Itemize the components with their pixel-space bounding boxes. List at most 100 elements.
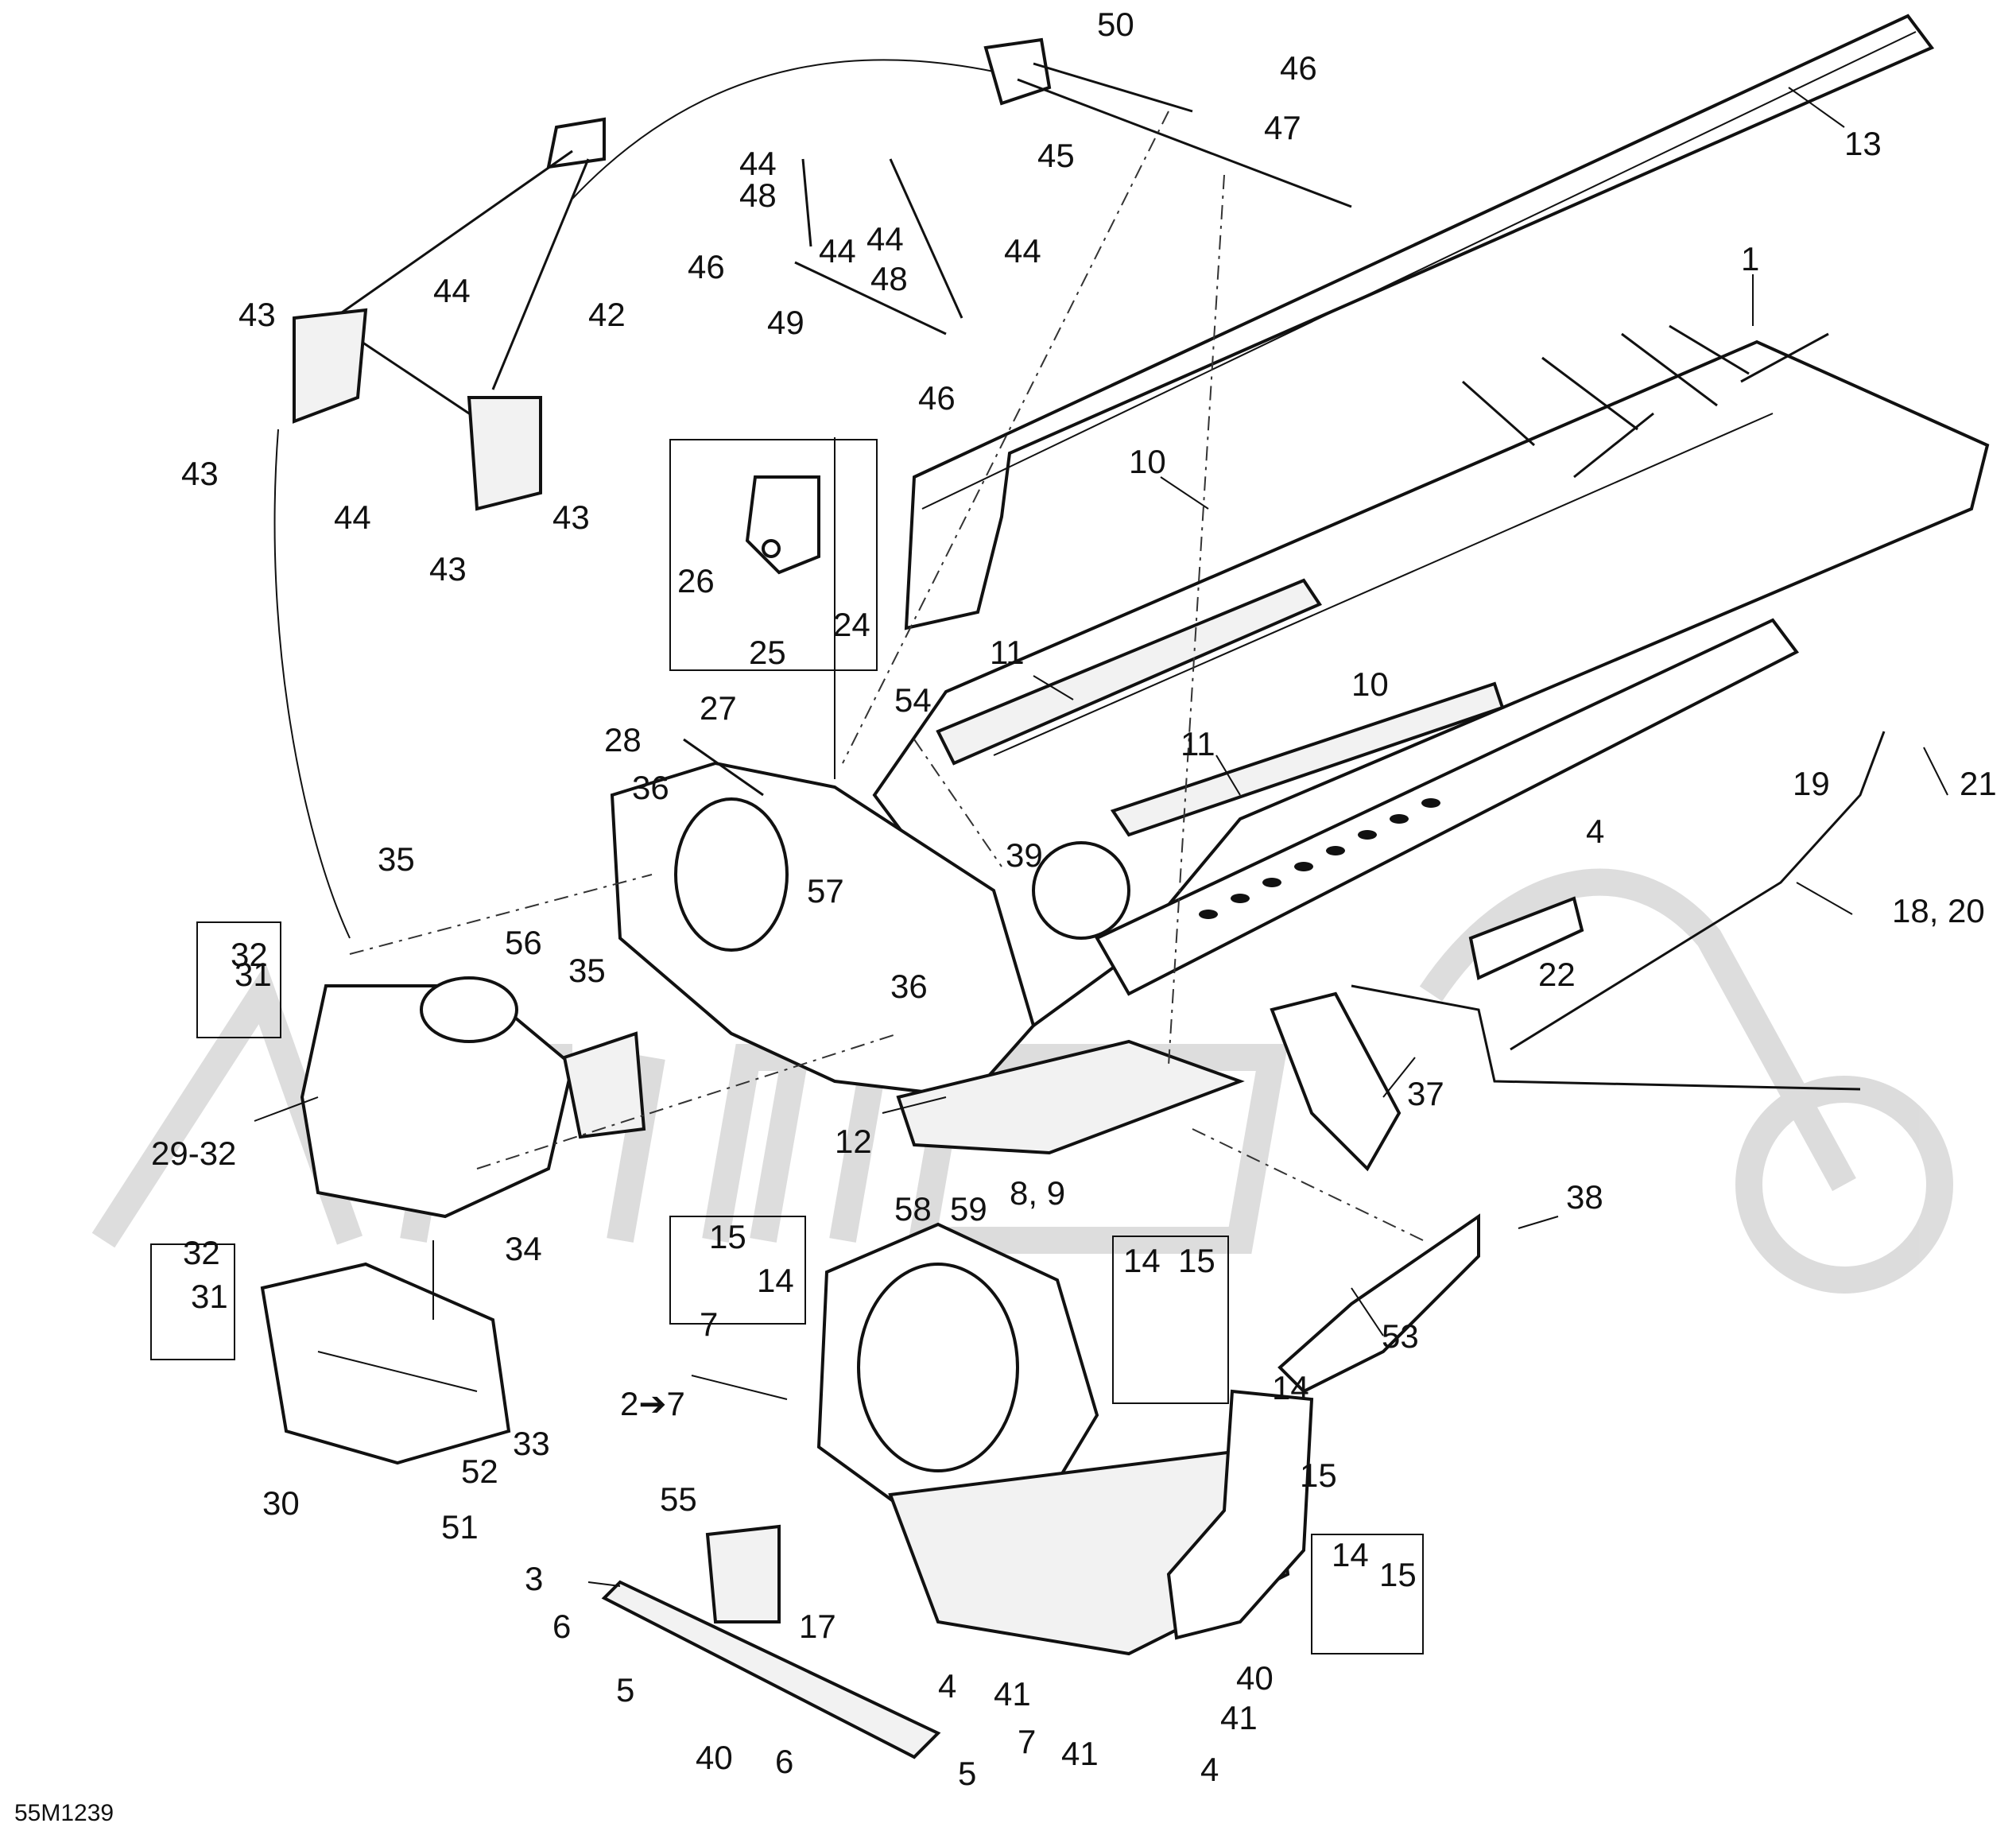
callout-4b: 4 — [938, 1667, 956, 1705]
callout-32b: 32 — [183, 1234, 220, 1271]
callout-15d: 15 — [1379, 1556, 1417, 1593]
callout-14b: 14 — [1123, 1242, 1161, 1279]
callout-26: 26 — [677, 562, 715, 599]
callout-50: 50 — [1097, 6, 1134, 43]
callout-44c: 44 — [739, 145, 777, 182]
diagram-reference: 55M1239 — [14, 1800, 114, 1826]
callout-5a: 5 — [616, 1671, 634, 1709]
callout-15b: 15 — [1178, 1242, 1215, 1279]
callout-18-20: 18, 20 — [1892, 892, 1985, 929]
callout-24: 24 — [833, 606, 870, 643]
callout-49: 49 — [767, 304, 804, 341]
bumper-18-20 — [1351, 731, 1886, 1091]
callout-8-9: 8, 9 — [1010, 1174, 1065, 1212]
running-board-support-53 — [1277, 1213, 1480, 1394]
callout-2-7: 2➔7 — [620, 1385, 685, 1422]
callout-44a: 44 — [433, 272, 471, 309]
callout-59: 59 — [950, 1190, 987, 1228]
callout-40b: 40 — [696, 1739, 733, 1776]
callout-6b: 6 — [775, 1743, 793, 1780]
callout-11a: 11 — [990, 634, 1025, 671]
callout-10b: 10 — [1351, 665, 1389, 703]
callout-5b: 5 — [958, 1755, 976, 1792]
callout-46a: 46 — [1280, 49, 1317, 87]
callout-43c: 43 — [552, 498, 590, 536]
assembly-lines — [273, 59, 1424, 1320]
callout-39: 39 — [1006, 836, 1043, 874]
callout-35b: 35 — [568, 952, 606, 989]
callout-40a: 40 — [1236, 1659, 1274, 1697]
callout-7b: 7 — [1018, 1723, 1036, 1760]
callout-53: 53 — [1382, 1317, 1419, 1355]
detail-box-14-15-b — [1112, 1236, 1229, 1404]
callout-47: 47 — [1264, 109, 1301, 146]
footrest-22 — [1468, 896, 1584, 980]
callout-46c: 46 — [918, 379, 956, 417]
skid-plate-3 — [601, 1524, 941, 1759]
callout-38: 38 — [1566, 1178, 1603, 1216]
callout-48b: 48 — [870, 260, 908, 297]
detail-box-24-26 — [669, 439, 878, 671]
callout-11b: 11 — [1181, 725, 1215, 762]
front-panel-29-32 — [300, 976, 646, 1219]
callout-48a: 48 — [739, 177, 777, 214]
lower-support-30 — [260, 1262, 511, 1465]
callout-12: 12 — [835, 1123, 872, 1160]
callout-19: 19 — [1793, 765, 1830, 802]
callout-10a: 10 — [1129, 443, 1166, 480]
callout-41b: 41 — [1220, 1699, 1258, 1736]
detail-box-31-32-top — [196, 921, 281, 1038]
callout-58: 58 — [894, 1190, 932, 1228]
callout-14d: 14 — [1332, 1536, 1369, 1573]
steering-column-45 — [794, 37, 1352, 336]
callout-labels: 1 2➔7 3 4 4 4 5 5 6 6 7 7 8, 9 10 10 11 … — [151, 6, 1997, 1792]
callout-31a: 31 — [235, 956, 272, 993]
callout-52: 52 — [461, 1453, 498, 1490]
callout-30: 30 — [262, 1484, 300, 1522]
callout-43a: 43 — [238, 296, 276, 333]
callout-15c: 15 — [709, 1218, 746, 1255]
tunnel-cover-13 — [904, 14, 1935, 630]
callout-13: 13 — [1844, 125, 1882, 162]
detail-box-31-32-bottom — [150, 1243, 235, 1360]
running-board-support-37 — [1270, 991, 1402, 1172]
callout-57: 57 — [807, 872, 844, 910]
callout-51: 51 — [441, 1508, 479, 1546]
callout-22: 22 — [1538, 956, 1576, 993]
callout-33: 33 — [513, 1425, 550, 1462]
callout-31b: 31 — [191, 1278, 228, 1315]
callout-36b: 36 — [890, 968, 928, 1005]
callout-25: 25 — [749, 634, 786, 671]
callout-1: 1 — [1741, 240, 1759, 277]
callout-37: 37 — [1407, 1075, 1444, 1112]
callout-55: 55 — [660, 1480, 697, 1518]
callout-42: 42 — [588, 296, 626, 333]
callout-44d: 44 — [819, 232, 856, 270]
callout-41a: 41 — [994, 1675, 1031, 1713]
callout-43b: 43 — [181, 455, 219, 492]
callout-29-32: 29-32 — [151, 1135, 236, 1172]
callout-41c: 41 — [1061, 1735, 1099, 1772]
callout-44f: 44 — [1004, 232, 1041, 270]
callout-32a: 32 — [231, 936, 268, 973]
leader-lines — [254, 87, 1948, 1587]
callout-35a: 35 — [378, 840, 415, 878]
callout-28: 28 — [604, 721, 642, 758]
callout-36a: 36 — [632, 769, 669, 806]
callout-44b: 44 — [334, 498, 371, 536]
steering-support-42 — [293, 117, 606, 511]
callout-46b: 46 — [688, 248, 725, 285]
callout-21: 21 — [1960, 765, 1997, 802]
callout-4c: 4 — [1200, 1751, 1219, 1788]
callout-44e: 44 — [866, 220, 904, 258]
callout-34: 34 — [505, 1230, 542, 1267]
callout-15a: 15 — [1300, 1457, 1337, 1494]
callout-14a: 14 — [1272, 1369, 1309, 1406]
detail-box-14-15-a — [669, 1216, 806, 1325]
tunnel-frame — [610, 324, 1990, 1155]
callout-14c: 14 — [757, 1262, 794, 1299]
callout-45: 45 — [1037, 137, 1075, 174]
callout-54: 54 — [894, 681, 932, 719]
front-frame-2-7 — [816, 1222, 1314, 1656]
